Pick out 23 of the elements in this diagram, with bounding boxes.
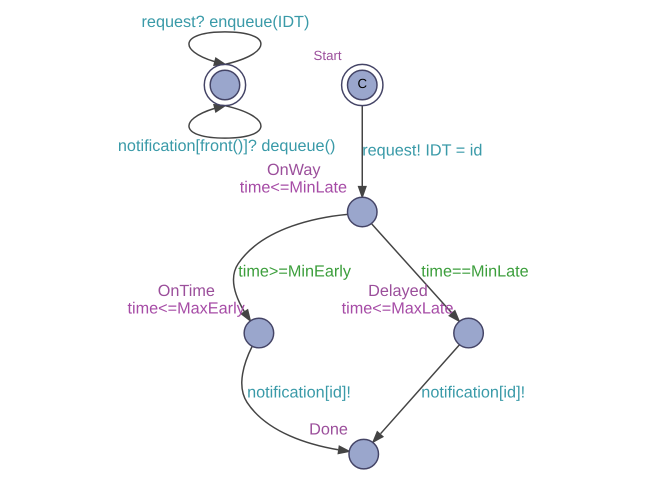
- node-circle: [348, 438, 379, 470]
- node-circle: [452, 318, 484, 349]
- node-label: time<=MinLate: [239, 178, 347, 196]
- edge-label: request! IDT = id: [362, 142, 482, 160]
- edge-label: time>=MinEarly: [238, 262, 351, 281]
- edge-label: notification[id]!: [420, 384, 525, 402]
- edge-label: notification[id]!: [246, 384, 350, 402]
- node-circle: [346, 196, 378, 228]
- node-circle: C: [340, 64, 384, 106]
- node-label: Done: [308, 420, 348, 439]
- edge-label: request? enqueue(IDT): [141, 13, 309, 32]
- node-label: OnTime: [157, 282, 214, 300]
- arrow: [240, 346, 351, 454]
- edge-label: time==MinLate: [420, 262, 528, 281]
- arrow: [357, 106, 366, 200]
- node-label: OnWay: [266, 160, 320, 179]
- arrow: [232, 214, 348, 322]
- node-label: Start: [313, 48, 342, 64]
- node-label: Delayed: [368, 282, 428, 300]
- node-circle: [242, 318, 274, 349]
- arrow: [371, 344, 460, 444]
- edge-label: notification[front()]? dequeue(): [117, 137, 335, 156]
- node-circle: [203, 64, 246, 106]
